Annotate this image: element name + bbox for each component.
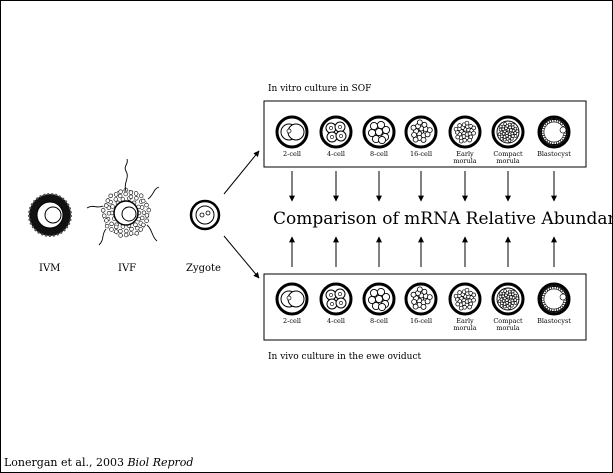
embryo-icon <box>321 117 351 147</box>
bottom-stage-label: Early morula <box>453 318 477 332</box>
left-stage-label-ivf: IVF <box>118 263 136 274</box>
embryo-icon <box>539 284 569 314</box>
bottom-stage-label: Blastocyst <box>534 318 574 325</box>
embryo-icon <box>277 117 307 147</box>
embryo-icon <box>364 284 394 314</box>
left-stage-label-ivm: IVM <box>39 263 60 274</box>
down-arrows <box>292 171 554 201</box>
top-stage-label: 2-cell <box>272 151 312 158</box>
top-stage-label: 4-cell <box>316 151 356 158</box>
top-stage-label: 16-cell <box>401 151 441 158</box>
embryo-icon <box>450 117 480 147</box>
embryo-icon <box>450 284 480 314</box>
up-arrows <box>292 237 554 267</box>
top-embryo-row <box>277 117 569 147</box>
top-stage-label: 8-cell <box>359 151 399 158</box>
citation: Lonergan et al., 2003 Biol Reprod <box>4 456 193 469</box>
arrow-zygote-to-bottom <box>224 236 259 278</box>
bottom-stage-label: 2-cell <box>272 318 312 325</box>
embryo-icon <box>364 117 394 147</box>
embryo-icon <box>493 284 523 314</box>
embryo-icon <box>277 284 307 314</box>
arrow-zygote-to-top <box>224 151 259 194</box>
top-box-label: In vitro culture in SOF <box>268 84 371 94</box>
embryo-icon <box>406 117 436 147</box>
citation-journal: Biol Reprod <box>127 456 193 469</box>
embryo-icon <box>321 284 351 314</box>
top-stage-label: Early morula <box>453 151 477 165</box>
top-stage-label: Compact morula <box>492 151 524 165</box>
ivm-oocyte-icon <box>29 194 71 236</box>
bottom-stage-label: 8-cell <box>359 318 399 325</box>
bottom-embryo-row <box>277 284 569 314</box>
center-title: Comparison of mRNA Relative Abundance <box>273 209 613 229</box>
embryo-icon <box>406 284 436 314</box>
top-stage-label: Blastocyst <box>534 151 574 158</box>
bottom-stage-label: Compact morula <box>492 318 524 332</box>
left-stage-label-zygote: Zygote <box>186 263 221 274</box>
bottom-box-label: In vivo culture in the ewe oviduct <box>268 352 421 362</box>
embryo-icon <box>539 117 569 147</box>
citation-authors: Lonergan et al., 2003 <box>4 456 127 469</box>
bottom-stage-label: 4-cell <box>316 318 356 325</box>
zygote-icon <box>191 201 219 229</box>
ivf-oocyte-icon <box>87 159 159 245</box>
embryo-icon <box>493 117 523 147</box>
bottom-stage-label: 16-cell <box>401 318 441 325</box>
